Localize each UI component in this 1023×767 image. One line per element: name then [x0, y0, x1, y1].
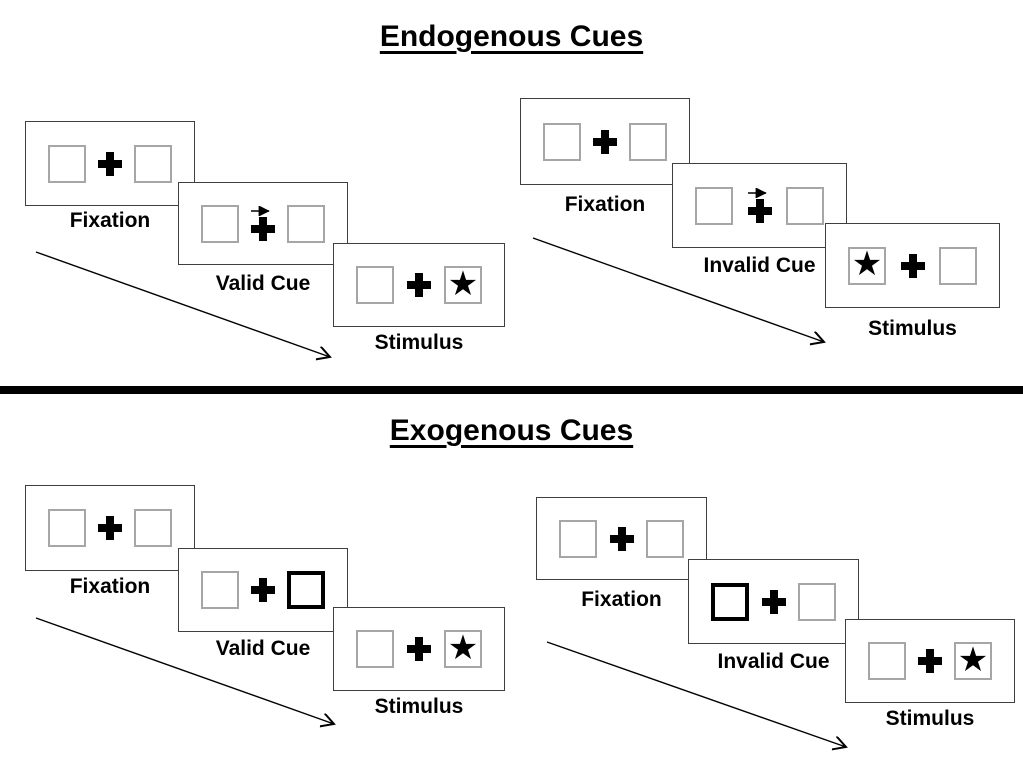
exo-valid-fixation-panel — [25, 485, 195, 571]
center-cluster — [98, 151, 122, 176]
fixation-cross-icon — [407, 637, 431, 661]
step-label-fixation: Fixation — [69, 209, 151, 232]
fixation-cross-icon — [407, 273, 431, 297]
left-box — [559, 519, 597, 558]
exo-invalid-fixation-panel — [536, 497, 707, 580]
left-box — [356, 630, 394, 668]
step-label-stimulus: Stimulus — [868, 317, 957, 340]
left-box — [201, 571, 239, 609]
endo-invalid-cue-panel — [672, 163, 847, 248]
right-box — [939, 246, 977, 285]
fixation-cross-icon — [918, 649, 942, 673]
fixation-cross-icon — [251, 578, 275, 602]
fixation-cross-icon — [98, 516, 122, 540]
fixation-cross-icon — [98, 151, 122, 176]
step-label-fixation: Fixation — [69, 575, 151, 598]
sequence-time-arrow — [35, 251, 345, 367]
center-cluster — [900, 253, 925, 278]
exo-valid-stimulus-panel: ★ — [333, 607, 505, 691]
right-box: ★ — [954, 642, 992, 680]
left-box — [543, 122, 581, 161]
step-label-fixation: Fixation — [564, 193, 646, 216]
step-label-fixation: Fixation — [581, 588, 662, 611]
fixation-cross-icon — [761, 589, 786, 614]
endo-invalid-fixation-panel — [520, 98, 690, 185]
right-box — [134, 509, 172, 547]
step-label-invalid-cue: Invalid Cue — [717, 650, 830, 673]
center-cluster — [593, 129, 617, 154]
cue-arrow-icon — [747, 188, 767, 198]
left-box: ★ — [848, 244, 886, 285]
star-stimulus-icon: ★ — [957, 639, 989, 680]
step-label-stimulus: Stimulus — [374, 695, 464, 718]
star-stimulus-icon: ★ — [447, 627, 479, 668]
right-box — [629, 122, 667, 161]
exo-invalid-stimulus-panel: ★ — [845, 619, 1015, 703]
cue-arrow-icon — [251, 206, 270, 216]
left-box — [48, 144, 86, 183]
thick-cue-box — [287, 571, 325, 609]
center-cluster — [98, 516, 122, 540]
star-stimulus-icon: ★ — [447, 263, 479, 304]
left-box — [48, 509, 86, 547]
step-label-valid-cue: Valid Cue — [215, 637, 311, 660]
star-stimulus-icon: ★ — [851, 244, 883, 284]
right-box — [786, 186, 824, 225]
center-cluster — [407, 637, 431, 661]
section-divider — [0, 386, 1023, 394]
right-box: ★ — [444, 266, 482, 304]
endogenous-section-title: Endogenous Cues — [379, 20, 644, 53]
exogenous-section-title: Exogenous Cues — [389, 414, 634, 447]
step-label-stimulus: Stimulus — [885, 707, 975, 730]
center-cluster — [609, 526, 634, 551]
endo-invalid-stimulus-panel: ★ — [825, 223, 1000, 308]
fixation-cross-icon — [900, 253, 925, 278]
step-label-invalid-cue: Invalid Cue — [703, 254, 816, 277]
center-cluster — [249, 206, 277, 241]
fixation-cross-icon — [747, 199, 772, 223]
exo-invalid-cue-panel — [688, 559, 859, 644]
center-cluster — [761, 589, 786, 614]
endo-valid-stimulus-panel: ★ — [333, 243, 505, 327]
endo-valid-fixation-panel — [25, 121, 195, 206]
fixation-cross-icon — [251, 217, 275, 241]
thick-cue-box — [711, 582, 749, 621]
exo-valid-cue-panel — [178, 548, 348, 632]
center-cluster — [407, 273, 431, 297]
sequence-time-arrow — [532, 237, 839, 352]
right-box — [798, 582, 836, 621]
left-box — [356, 266, 394, 304]
left-box — [695, 186, 733, 225]
step-label-stimulus: Stimulus — [374, 331, 464, 354]
sequence-time-arrow — [35, 617, 345, 735]
fixation-cross-icon — [593, 129, 617, 154]
center-cluster — [251, 578, 275, 602]
right-box — [646, 519, 684, 558]
step-label-valid-cue: Valid Cue — [215, 272, 311, 295]
center-cluster — [746, 188, 774, 223]
fixation-cross-icon — [609, 526, 634, 551]
left-box — [868, 642, 906, 680]
sequence-time-arrow — [546, 641, 856, 757]
right-box: ★ — [444, 630, 482, 668]
endo-valid-cue-panel — [178, 182, 348, 265]
center-cluster — [918, 649, 942, 673]
left-box — [201, 204, 239, 243]
right-box — [134, 144, 172, 183]
right-box — [287, 204, 325, 243]
